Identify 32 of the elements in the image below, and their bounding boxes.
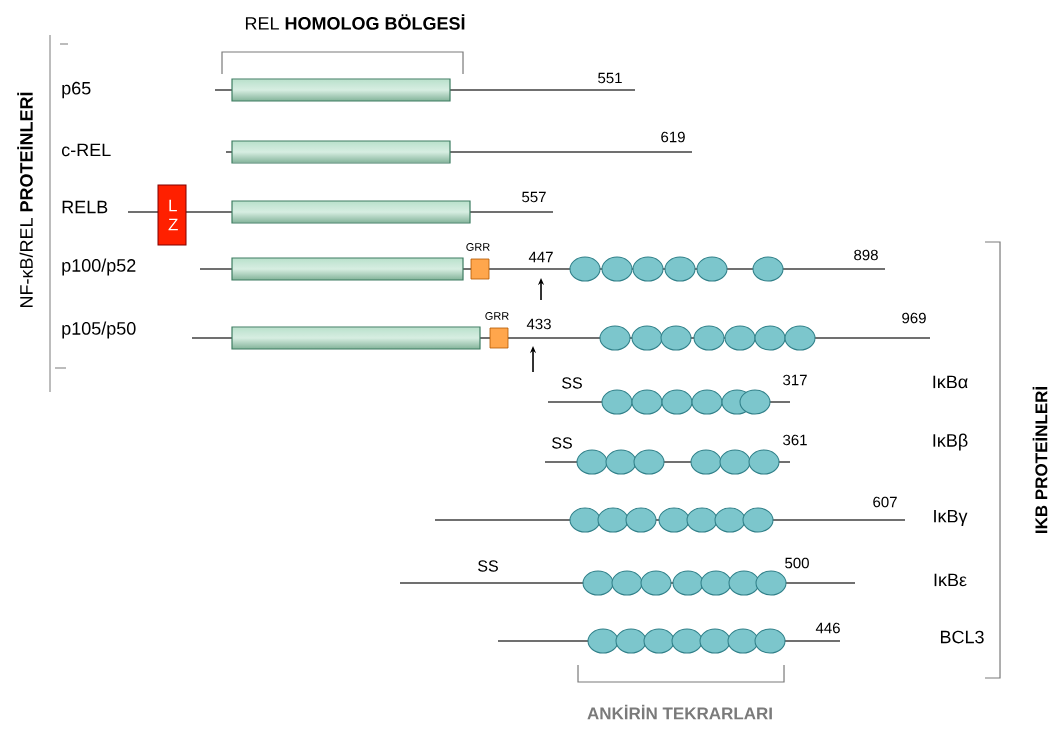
length-number: 898 (854, 249, 878, 261)
length-number: 361 (783, 434, 807, 446)
protein-name: BCL3 (940, 630, 984, 644)
leucine-zipper-box: L Z (157, 184, 187, 246)
length-number: 446 (815, 622, 840, 634)
domain-label: SS (552, 437, 572, 449)
protein-name: IκBβ (933, 433, 968, 451)
length-number: 607 (873, 496, 897, 508)
protein-name: c-REL (61, 143, 111, 157)
length-number: 619 (661, 131, 685, 143)
length-number: 447 (528, 251, 553, 263)
domain-label: SS (478, 560, 498, 572)
protein-name: IκBε (934, 573, 967, 587)
protein-name: RELB (62, 200, 108, 214)
domain-label: GRR (485, 312, 509, 320)
protein-name: IκBα (933, 375, 968, 389)
length-number: 557 (522, 191, 546, 203)
domain-label: SS (562, 377, 582, 389)
section-heading: ANKİRİN TEKRARLARI (587, 704, 772, 720)
section-heading: IKB PROTEİNLERİ (1032, 387, 1048, 533)
length-number: 500 (785, 557, 809, 569)
domain-label: GRR (466, 243, 490, 251)
length-number: 433 (526, 318, 551, 330)
length-number: 969 (902, 312, 926, 324)
section-heading: REL HOMOLOG BÖLGESİ (245, 14, 465, 30)
section-heading: NF-κB/REL PROTEİNLERİ (17, 92, 33, 308)
protein-name: IκBγ (934, 509, 968, 527)
protein-name: p100/p52 (62, 258, 136, 276)
length-number: 317 (783, 374, 807, 386)
protein-name: p65 (62, 81, 91, 99)
length-number: 551 (598, 72, 622, 84)
protein-name: p105/p50 (62, 321, 136, 339)
